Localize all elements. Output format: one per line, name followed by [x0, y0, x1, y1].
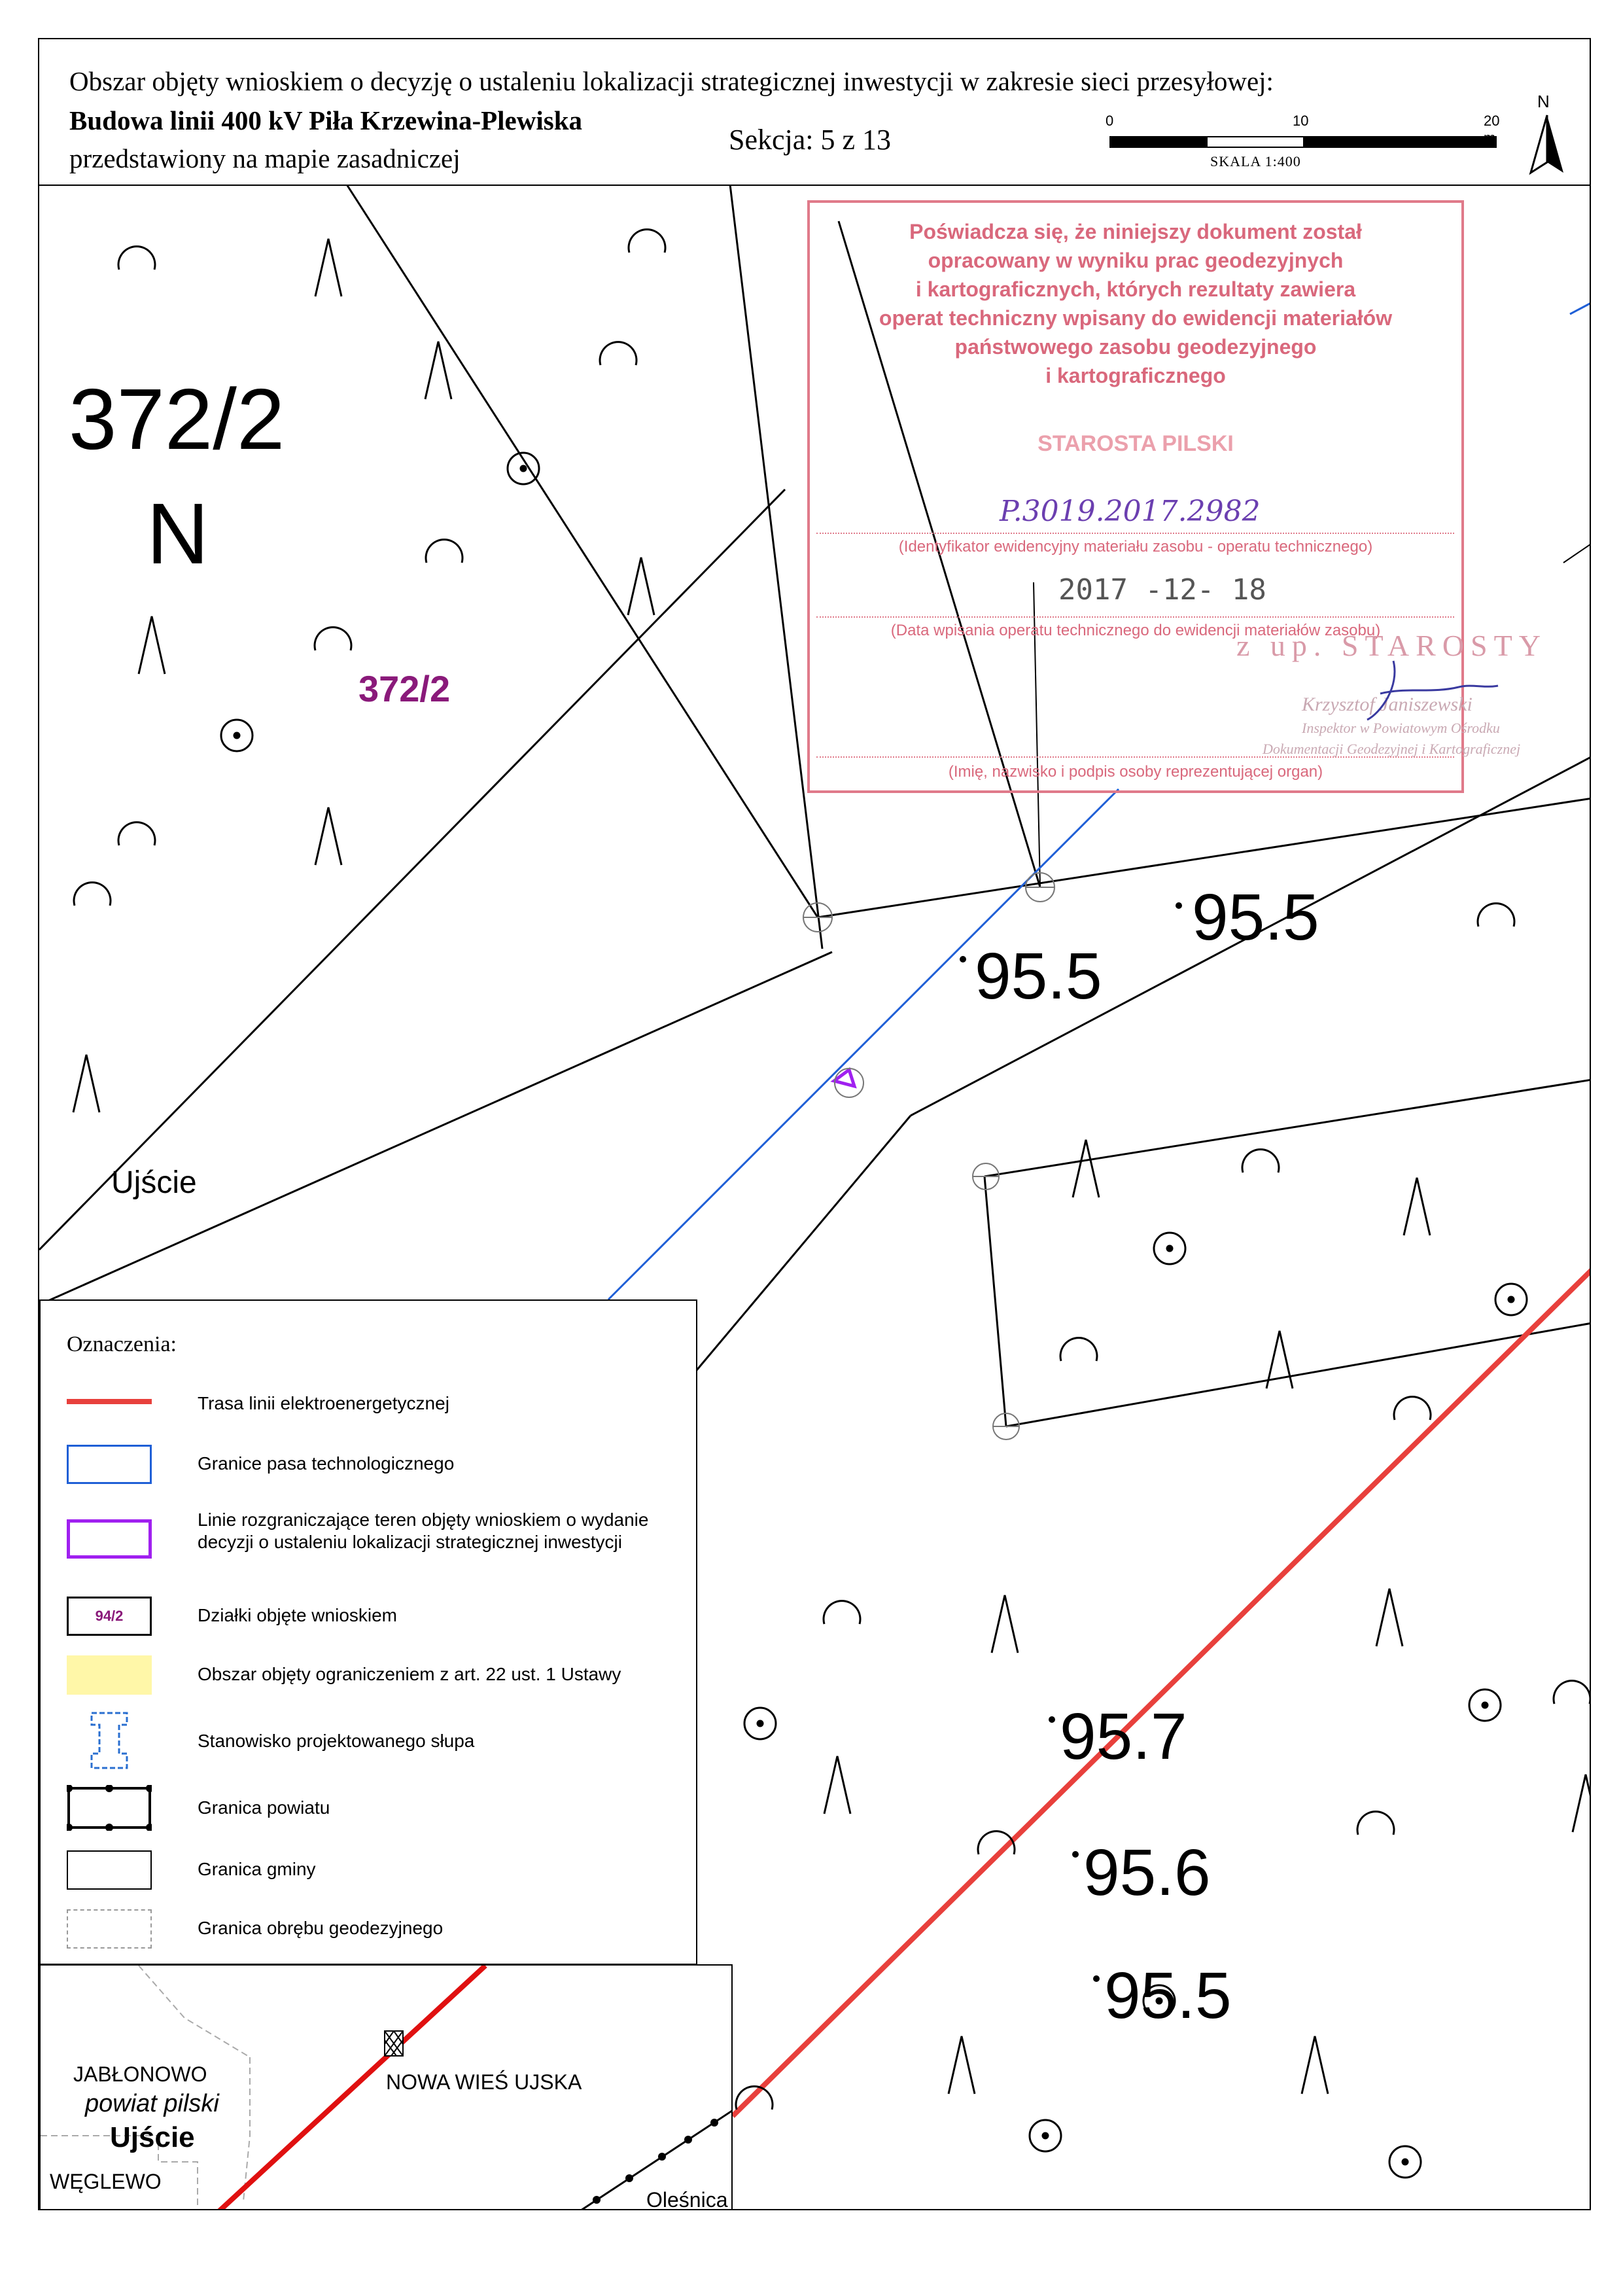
elevation-label: 95.7 — [1060, 1700, 1187, 1773]
stamp-authority: STAROSTA PILSKI — [1037, 431, 1234, 456]
stamp-dotted-line — [816, 533, 1454, 534]
signature — [1367, 660, 1499, 721]
pylon-icon — [90, 1712, 128, 1769]
map-canvas — [39, 184, 1590, 2179]
stamp-text-line: państwowego zasobu geodezyjnego — [954, 335, 1317, 359]
stamp-dotted-line — [816, 616, 1454, 618]
inset-label-jablonowo: JABŁONOWO — [73, 2062, 207, 2086]
elevation-label: 95.5 — [1104, 1959, 1232, 2032]
stamp-text-line: i kartograficznych, których rezultaty za… — [915, 277, 1356, 301]
north-arrow-icon — [1529, 115, 1563, 175]
legend-item-label: Działki objęte wnioskiem — [198, 1605, 398, 1625]
scale-segment-white — [1206, 136, 1304, 148]
parcel-number-large: 372/2 — [69, 371, 285, 467]
overview-inset-map: JABŁONOWO powiat pilski Ujście WĘGLEWO N… — [39, 1964, 733, 2210]
header-title: Obszar objęty wnioskiem o decyzję o usta… — [69, 66, 1274, 96]
legend-item-label: Granica obrębu geodezyjnego — [198, 1918, 444, 1938]
inset-label-gmina: Ujście — [110, 2121, 195, 2153]
scale-tick-0: 0 — [1106, 113, 1114, 129]
stamp-operat-caption: (Identyfikator ewidencyjny materiału zas… — [898, 538, 1373, 556]
auth-stamp-line: Inspektor w Powiatowym Ośrodku — [1302, 720, 1500, 736]
survey-points — [803, 872, 1055, 1440]
parcel-swatch: 94/2 — [67, 1597, 152, 1636]
elevation-label: 95.5 — [975, 940, 1102, 1013]
place-label-ujscie: Ujście — [111, 1165, 197, 1200]
tech-strip-swatch — [67, 1445, 152, 1484]
header-subtitle: przedstawiony na mapie zasadniczej — [69, 143, 461, 173]
stamp-signer-caption: (Imię, nazwisko i podpis osoby reprezent… — [948, 763, 1323, 781]
legend-item-label: Stanowisko projektowanego słupa — [198, 1731, 475, 1751]
sheet-header: Obszar objęty wnioskiem o decyzję o usta… — [39, 39, 1590, 186]
legend-item-label: Linie rozgraniczające teren objęty wnios… — [198, 1510, 649, 1552]
scale-segment-black — [1109, 136, 1208, 148]
legend-item-label: Obszar objęty ograniczeniem z art. 22 us… — [198, 1664, 621, 1684]
inset-label-powiat: powiat pilski — [85, 2090, 219, 2117]
section-number: Sekcja: 5 z 13 — [729, 124, 892, 156]
header-project-name: Budowa linii 400 kV Piła Krzewina-Plewis… — [69, 105, 583, 135]
application-area-boundary — [830, 1067, 857, 1089]
stamp-date-caption: (Data wpisania operatu technicznego do e… — [890, 622, 1381, 639]
orchard-symbols — [220, 451, 1528, 2179]
legend-item-label: Granica powiatu — [198, 1797, 330, 1818]
stamp-text-line: operat techniczny wpisany do ewidencji m… — [879, 306, 1393, 330]
auth-stamp-line: Dokumentacji Geodezyjnej i Kartograficzn… — [1263, 741, 1521, 757]
stamp-text-line: opracowany w wyniku prac geodezyjnych — [928, 249, 1344, 272]
inset-label-olesnica: Oleśnica — [646, 2188, 728, 2210]
legend-item-label: Trasa linii elektroenergetycznej — [198, 1393, 449, 1413]
map-sheet: 372/2 N 372/2 Ujście 95.5 95.5 95.7 95.6… — [38, 38, 1591, 2210]
elevation-dots — [960, 902, 1182, 1982]
boundary-swatch — [67, 1519, 152, 1559]
scale-tick-10: 10 — [1293, 113, 1309, 129]
authorization-stamp: z up. STAROSTY Krzysztof Janiszewski Ins… — [1223, 628, 1563, 798]
forest-symbols — [72, 238, 1590, 2094]
inset-label-weglewo: WĘGLEWO — [50, 2170, 162, 2193]
elevation-label: 95.5 — [1192, 881, 1319, 954]
route-line-swatch — [67, 1399, 152, 1404]
stamp-text-line: Poświadcza się, że niniejszy dokument zo… — [909, 220, 1362, 243]
stamp-operat-id: P.3019.2017.2982 — [1000, 495, 1261, 528]
stamp-date: 2017 -12- 18 — [1058, 573, 1266, 607]
legend-panel: Oznaczenia: Trasa linii elektroenergetyc… — [39, 1299, 697, 1965]
north-arrow: N — [1524, 92, 1570, 183]
tech-strip-boundary-edge — [1569, 302, 1590, 315]
inset-label-nowa-wies: NOWA WIEŚ UJSKA — [386, 2070, 582, 2094]
tech-strip-boundary — [607, 788, 1120, 1301]
meadow-symbols — [73, 228, 1590, 2110]
scale-bar: 0 10 20 m SKALA 1:400 — [1073, 113, 1499, 178]
application-parcel-label: 372/2 — [358, 668, 451, 709]
auth-stamp-line: z up. STAROSTY — [1236, 629, 1547, 662]
north-label: N — [1537, 92, 1550, 111]
stamp-dotted-line — [816, 756, 1454, 758]
stamp-text-line: i kartograficznego — [1045, 364, 1226, 387]
scale-segment-black — [1303, 136, 1497, 148]
inset-canvas — [41, 1966, 731, 2209]
power-line-route — [731, 1268, 1590, 2118]
elevation-label: 95.6 — [1083, 1836, 1211, 1909]
commune-border-swatch — [67, 1850, 152, 1890]
official-stamp: Poświadcza się, że niniejszy dokument zo… — [807, 200, 1464, 793]
cadastral-lines — [39, 184, 1590, 1428]
legend-item-label: Granice pasa technologicznego — [198, 1453, 455, 1474]
restriction-swatch — [67, 1655, 152, 1695]
legend-title: Oznaczenia: — [67, 1332, 177, 1356]
parcel-letter-large: N — [147, 486, 209, 582]
precinct-border-swatch — [67, 1909, 152, 1949]
county-border-swatch — [67, 1785, 152, 1831]
parcel-swatch-text: 94/2 — [95, 1608, 124, 1624]
legend-item-label: Granica gminy — [198, 1859, 316, 1879]
scale-label: SKALA 1:400 — [1210, 153, 1301, 169]
